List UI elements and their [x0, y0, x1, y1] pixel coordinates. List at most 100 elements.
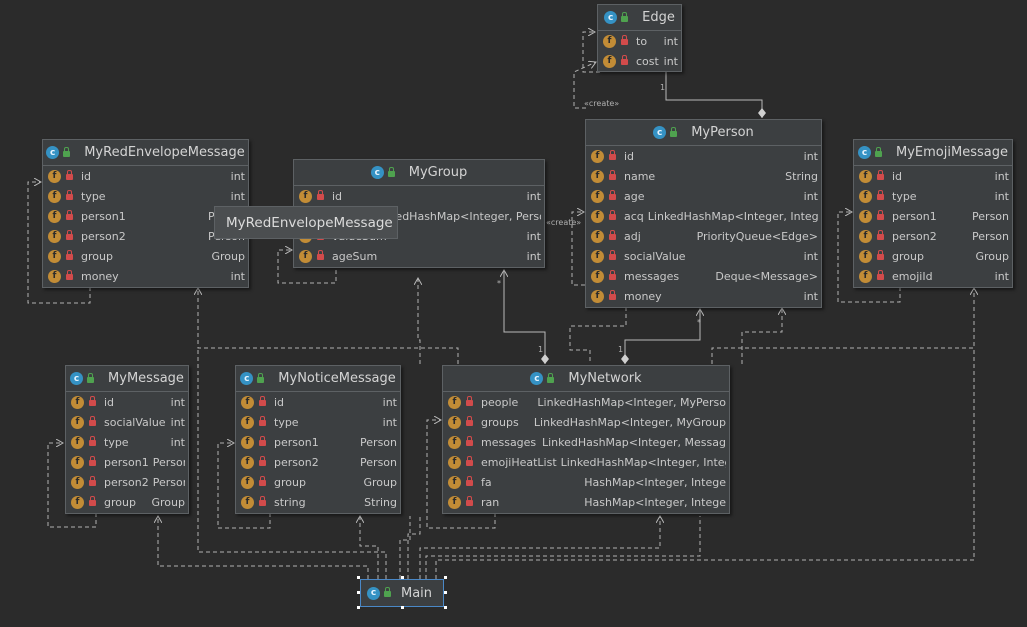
- lock-icon: [877, 170, 884, 180]
- field-type: int: [170, 415, 185, 429]
- edge-main-network-b: [419, 516, 660, 579]
- lock-icon: [609, 270, 616, 280]
- selection-handle[interactable]: [357, 576, 360, 579]
- edge-person-create-person: [571, 212, 592, 286]
- field-name: type: [81, 189, 106, 203]
- class-header[interactable]: c MyRedEnvelopeMessage: [43, 140, 248, 166]
- lock-icon: [89, 396, 96, 406]
- lock-icon: [609, 150, 616, 160]
- selection-handle[interactable]: [401, 606, 404, 609]
- field-name: string: [274, 495, 306, 509]
- class-icon: c: [370, 166, 384, 179]
- mult-person: *: [697, 318, 701, 327]
- selection-handle[interactable]: [401, 576, 404, 579]
- class-icon: c: [653, 126, 667, 139]
- selection-handle[interactable]: [444, 591, 447, 594]
- lock-icon: [466, 496, 473, 506]
- field-name: socialValue: [104, 415, 166, 429]
- field-type: Person: [972, 209, 1009, 223]
- class-main[interactable]: c Main: [360, 579, 444, 607]
- field-type: int: [526, 249, 541, 263]
- class-name: MyRedEnvelopeMessage: [84, 145, 245, 160]
- selection-handle[interactable]: [444, 606, 447, 609]
- lock-icon: [621, 35, 628, 45]
- field-name: group: [104, 495, 136, 509]
- edge-main-network: [399, 516, 411, 579]
- edge-main-group: [407, 516, 421, 579]
- class-name: MyEmojiMessage: [896, 145, 1008, 160]
- field-name: messages: [481, 435, 537, 449]
- selection-handle[interactable]: [357, 591, 360, 594]
- selection-handle[interactable]: [444, 576, 447, 579]
- field-name: person2: [892, 229, 937, 243]
- class-icon: c: [46, 146, 60, 159]
- lock-icon: [609, 290, 616, 300]
- field-name: acq: [624, 209, 644, 223]
- unlock-icon: [63, 146, 71, 157]
- field-name: group: [892, 249, 924, 263]
- label-create-person: «create»: [546, 218, 582, 227]
- field-icon: f: [48, 269, 61, 283]
- field-type: int: [230, 169, 245, 183]
- field-name: emojiId: [892, 269, 933, 283]
- field-icon: f: [299, 189, 312, 203]
- edge-network-group: [418, 278, 420, 364]
- selection-handle[interactable]: [357, 606, 360, 609]
- field-icon: f: [603, 54, 616, 68]
- field-type: int: [230, 269, 245, 283]
